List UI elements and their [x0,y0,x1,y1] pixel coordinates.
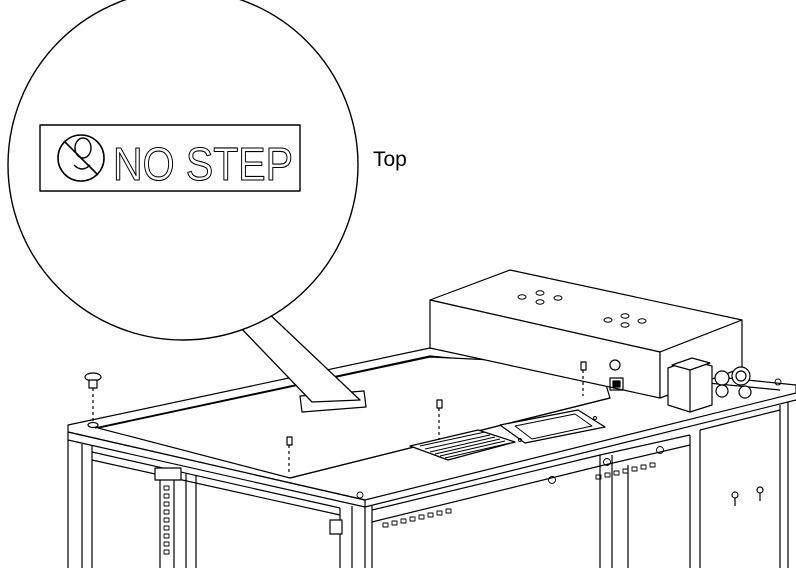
no-step-text: NO STEP [113,138,293,190]
screw-middle [436,399,443,440]
screw-left-large [84,372,102,429]
no-step-label: NO STEP [39,124,301,192]
top-cover-panel [97,356,611,479]
location-label: Top [373,148,407,171]
no-step-footprint-icon [57,134,105,182]
screw-rear [580,361,587,396]
ventilation-grille [409,429,516,461]
power-inlet-block [667,357,713,413]
screw-front [286,436,293,473]
frame-screw-markers [356,378,782,499]
cable-glands [714,366,752,399]
cabinet-frame-lower [67,402,789,568]
rail-holes [163,446,664,555]
electrical-box [429,269,743,399]
magnifier-callout [7,0,361,403]
